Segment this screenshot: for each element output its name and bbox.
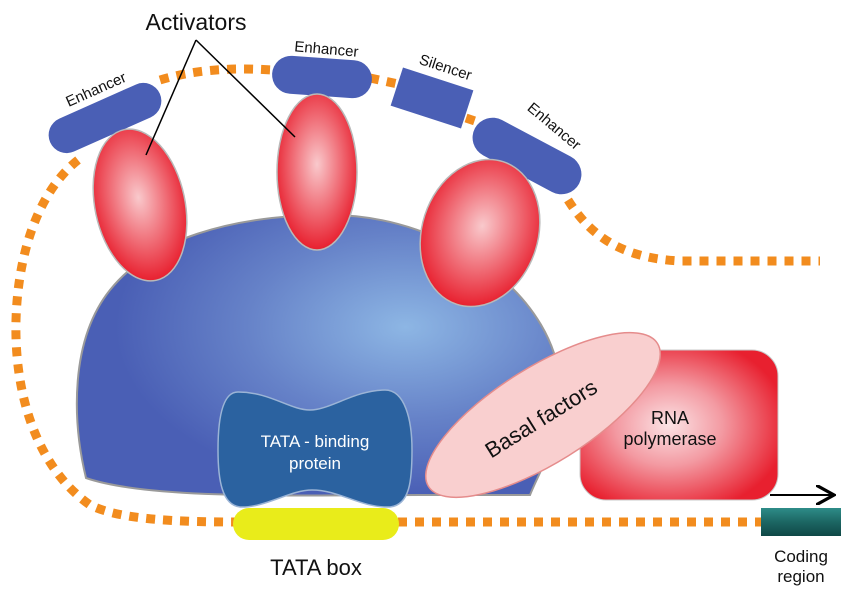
activators-pointer-right (195, 39, 296, 138)
silencer (390, 67, 474, 129)
enhancer-left (48, 82, 162, 154)
tbp-label-line1: TATA - binding (261, 432, 370, 451)
enhancer-right (472, 117, 582, 195)
dna-strand-loop (11, 156, 241, 527)
enhancer-top-label: Enhancer (294, 38, 359, 61)
tata-box-label: TATA box (270, 555, 362, 580)
tbp-label-line2: protein (289, 454, 341, 473)
activator-center (276, 93, 358, 251)
coding-region-label-line1: Coding (774, 547, 828, 566)
rna-polymerase-label-line2: polymerase (623, 429, 716, 449)
activator-left (92, 128, 188, 282)
dna-strand-top-mid (369, 73, 399, 89)
tata-binding-protein (217, 389, 413, 508)
activator-right (419, 158, 541, 308)
activators-pointer-left (145, 39, 197, 156)
coding-region (761, 508, 841, 536)
dna-strand-top-right (464, 113, 480, 127)
rna-polymerase-label-line1: RNA (651, 408, 689, 428)
enhancer-top (272, 55, 372, 99)
dna-strand-right-tail (564, 197, 820, 266)
basal-factors (424, 331, 662, 499)
tata-box (233, 508, 399, 540)
coding-region-label-line2: region (777, 567, 824, 586)
activators-label: Activators (146, 9, 247, 35)
dna-strand-top (158, 64, 273, 85)
